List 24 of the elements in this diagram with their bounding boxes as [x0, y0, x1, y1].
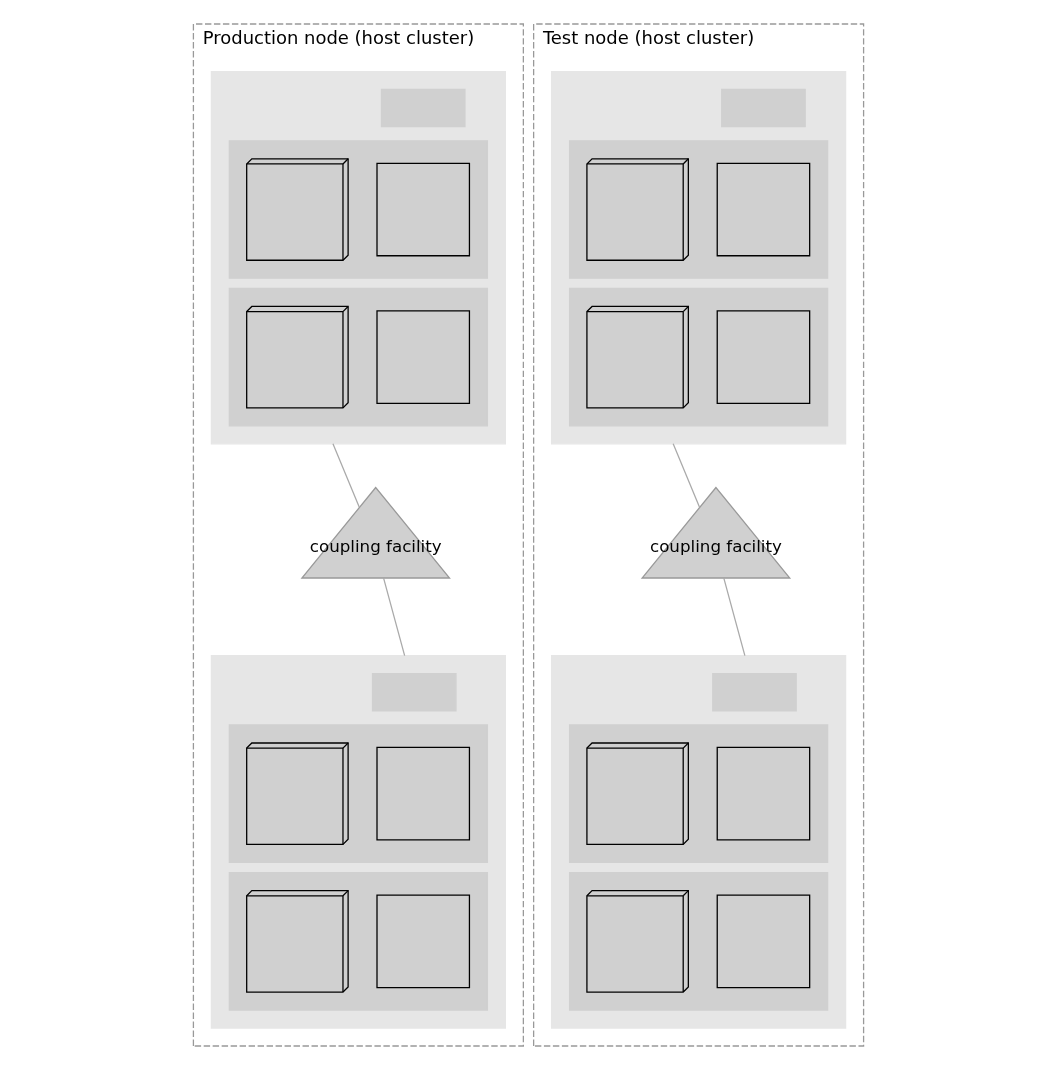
- cluster: [568, 287, 829, 427]
- node-box: [716, 162, 811, 257]
- cluster: [568, 724, 829, 864]
- cluster: [228, 287, 489, 427]
- node-box: [716, 894, 811, 989]
- node-box: [376, 746, 471, 841]
- cluster: [228, 140, 489, 279]
- cluster: [210, 655, 507, 1029]
- connector: [723, 577, 746, 657]
- cluster: [210, 70, 507, 445]
- cluster: [568, 872, 829, 1011]
- node-box: [376, 310, 471, 405]
- node-box: [716, 310, 811, 405]
- cluster: [568, 140, 829, 279]
- cluster: [550, 655, 847, 1029]
- node-box: [376, 162, 471, 257]
- cluster: [228, 872, 489, 1011]
- node-box: [376, 894, 471, 989]
- connector: [382, 577, 406, 657]
- connector: [672, 443, 701, 508]
- node-box: [716, 746, 811, 841]
- cluster: [550, 70, 847, 445]
- connector: [332, 443, 360, 508]
- cluster: [228, 724, 489, 864]
